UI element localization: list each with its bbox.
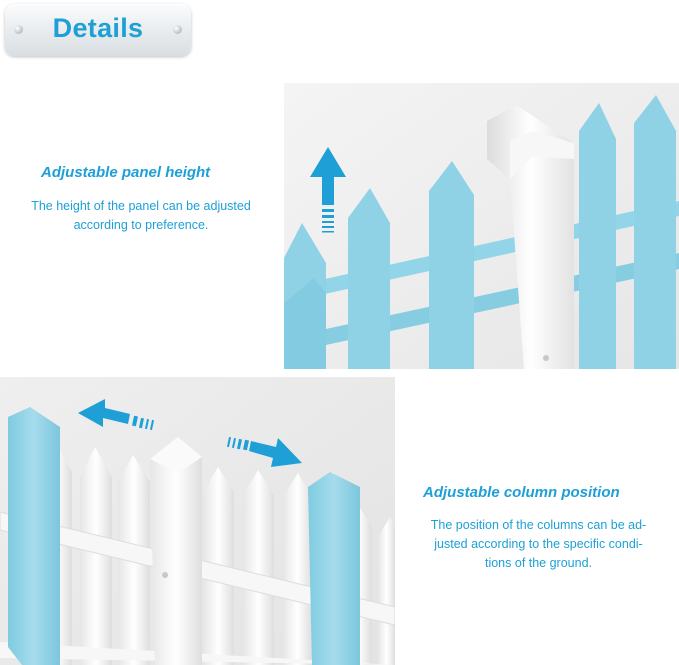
screw-icon: [162, 572, 168, 578]
section-description-panel-height: The height of the panel can be adjusted …: [31, 199, 251, 232]
badge-title: Details: [52, 13, 144, 43]
section-heading-panel-height: Adjustable panel height: [41, 164, 211, 181]
screw-icon: [173, 25, 182, 34]
screw-icon: [14, 25, 23, 34]
section-heading-column-position: Adjustable column position: [423, 484, 620, 501]
fence-column-position-photo: [0, 377, 395, 665]
details-badge: Details: [5, 4, 191, 56]
screw-icon: [543, 355, 549, 361]
arrow-up-icon: [310, 147, 346, 233]
arrow-right-icon: [226, 436, 302, 467]
fence-panel-height-photo: [284, 83, 679, 369]
arrow-left-icon: [78, 399, 155, 431]
section-description-column-position: The position of the columns can be ad- j…: [430, 518, 647, 570]
